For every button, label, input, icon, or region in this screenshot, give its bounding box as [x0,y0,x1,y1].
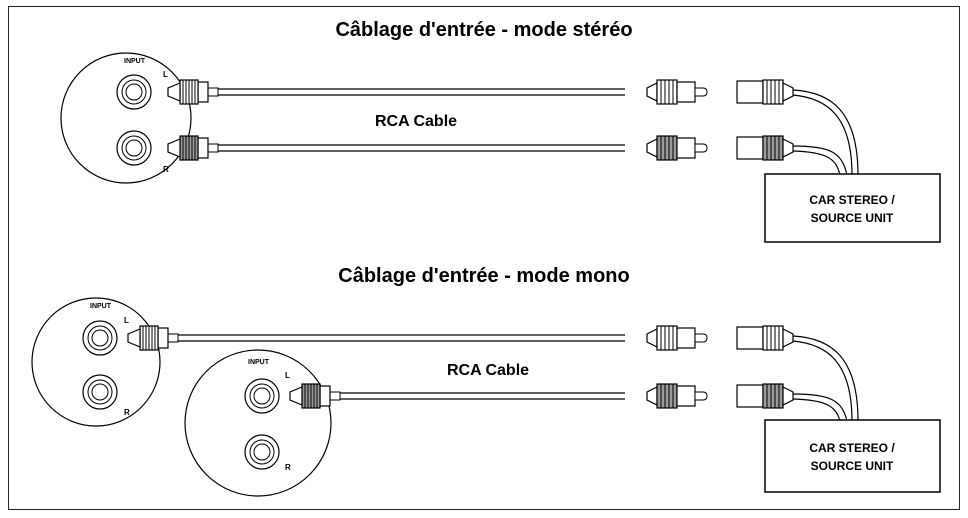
mono-unit-line2: SOURCE UNIT [811,459,894,473]
stereo-left-socket-icon [116,74,152,110]
mono-amp1-left-socket-icon [82,320,118,356]
mono-upper-far-plug-icon [646,325,708,351]
mono-title: Câblage d'entrée - mode mono [338,265,629,287]
mono-head-right-jack-icon [736,383,794,409]
stereo-input-label: INPUT [124,58,146,65]
stereo-head-left-jack-icon [736,79,794,105]
stereo-left-label: L [163,70,168,79]
stereo-unit-line2: SOURCE UNIT [811,211,894,225]
mono-amp1-right-label: R [124,408,130,417]
stereo-right-socket-icon [116,130,152,166]
mono-amp1-left-label: L [124,316,129,325]
stereo-title: Câblage d'entrée - mode stéréo [335,19,632,41]
mono-amp2-right-label: R [285,463,291,472]
mono-section: Câblage d'entrée - mode mono INPUT L R I… [31,265,941,497]
stereo-cable-label: RCA Cable [375,113,457,130]
stereo-amp-panel [60,52,192,184]
mono-amp2-input-label: INPUT [248,359,270,366]
mono-source-unit-box [764,419,941,493]
stereo-head-right-jack-icon [736,135,794,161]
diagram-frame [8,6,960,510]
mono-head-left-jack-icon [736,325,794,351]
stereo-source-unit-box [764,173,941,243]
mono-lower-far-plug-icon [646,383,708,409]
stereo-right-label: R [163,165,169,174]
stereo-section: Câblage d'entrée - mode stéréo INPUT L R… [60,19,941,243]
mono-cable-label: RCA Cable [447,362,529,379]
mono-amp2-left-socket-icon [244,378,280,414]
mono-amp2-panel [184,349,332,497]
mono-amp2-right-socket-icon [244,434,280,470]
mono-amp1-input-label: INPUT [90,303,112,310]
mono-unit-line1: CAR STEREO / [809,441,895,455]
mono-amp2-left-label: L [285,371,290,380]
mono-amp1-right-socket-icon [82,374,118,410]
stereo-right-far-plug-icon [646,135,708,161]
stereo-unit-line1: CAR STEREO / [809,193,895,207]
stereo-left-far-plug-icon [646,79,708,105]
mono-amp1-panel [31,297,161,427]
